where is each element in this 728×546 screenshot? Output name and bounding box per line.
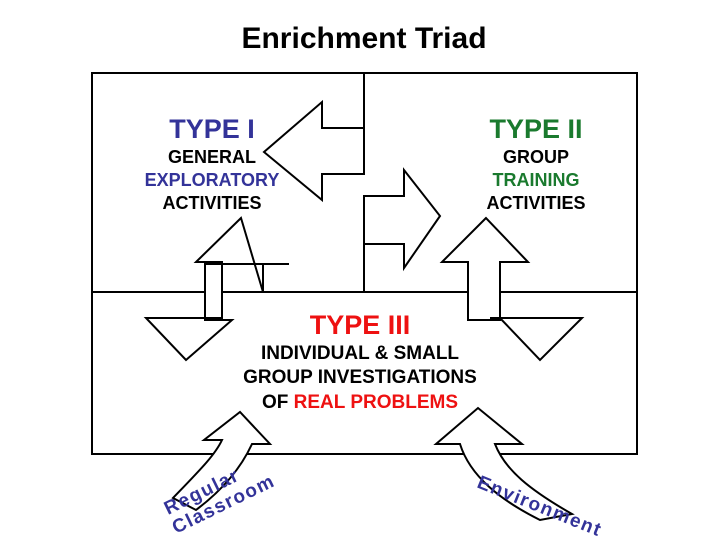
double-arrow-right	[439, 216, 585, 362]
curved-arrow-left	[171, 410, 273, 512]
type3-block: TYPE III INDIVIDUAL & SMALL GROUP INVEST…	[220, 308, 500, 415]
type3-heading: TYPE III	[309, 310, 411, 340]
type3-line3-prefix: OF	[261, 391, 294, 413]
type2-heading: TYPE II	[489, 114, 583, 144]
type2-line1: GROUP	[502, 147, 569, 168]
type2-line2: TRAINING	[492, 170, 580, 191]
type1-line1: GENERAL	[167, 147, 256, 168]
diagram-title: Enrichment Triad	[241, 22, 487, 55]
type3-line3: OF REAL PROBLEMS	[220, 391, 500, 415]
type3-line3-highlight: REAL PROBLEMS	[293, 391, 458, 413]
type2-block: TYPE II GROUP TRAINING ACTIVITIES	[436, 112, 636, 215]
curved-arrow-right	[433, 406, 575, 522]
type1-heading: TYPE I	[169, 114, 255, 144]
arrow-left-to-type1	[262, 73, 365, 203]
type3-line2: GROUP INVESTIGATIONS	[243, 367, 477, 389]
type3-line1: INDIVIDUAL & SMALL	[260, 343, 460, 365]
type2-line3: ACTIVITIES	[486, 193, 586, 213]
type1-line3: ACTIVITIES	[162, 193, 262, 213]
input-label-environment: Environment	[474, 472, 605, 541]
type1-line2: EXPLORATORY	[144, 170, 280, 191]
arrow-right-to-type2	[363, 167, 442, 292]
double-arrow-left	[143, 216, 289, 362]
type1-block: TYPE I GENERAL EXPLORATORY ACTIVITIES	[112, 112, 312, 215]
